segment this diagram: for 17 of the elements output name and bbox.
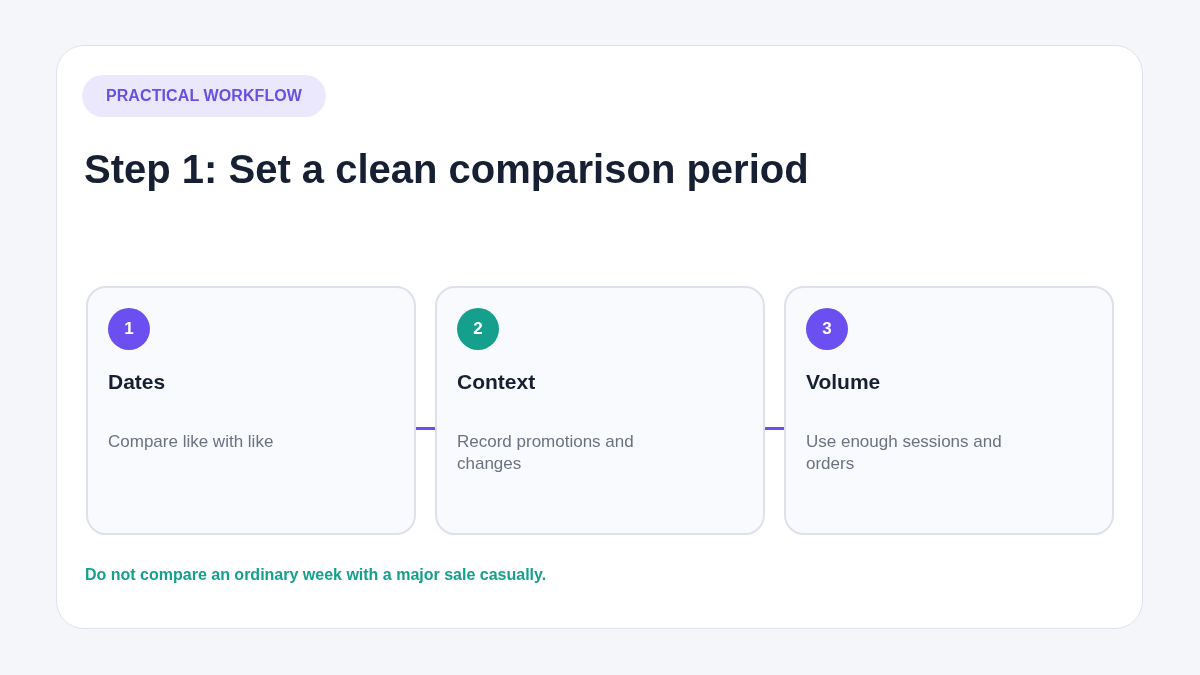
- step-description: Compare like with like: [108, 431, 275, 453]
- step-card: [435, 286, 765, 535]
- category-badge: PRACTICAL WORKFLOW: [82, 75, 326, 117]
- step-card: [86, 286, 416, 535]
- step-description: Record promotions and changes: [457, 431, 635, 475]
- step-description: Use enough sessions and orders: [806, 431, 1003, 475]
- connector-line: [765, 427, 784, 430]
- number-circle: 3: [806, 308, 848, 350]
- step-title: Dates: [108, 370, 166, 394]
- warning-note: Do not compare an ordinary week with a major sale casually.: [85, 566, 547, 584]
- number-circle: 1: [108, 308, 150, 350]
- step-card: [784, 286, 1114, 535]
- step-title: Volume: [806, 370, 881, 394]
- slide-title: Step 1: Set a clean comparison period: [84, 146, 809, 193]
- step-title: Context: [457, 370, 536, 394]
- number-circle: 2: [457, 308, 499, 350]
- connector-line: [416, 427, 435, 430]
